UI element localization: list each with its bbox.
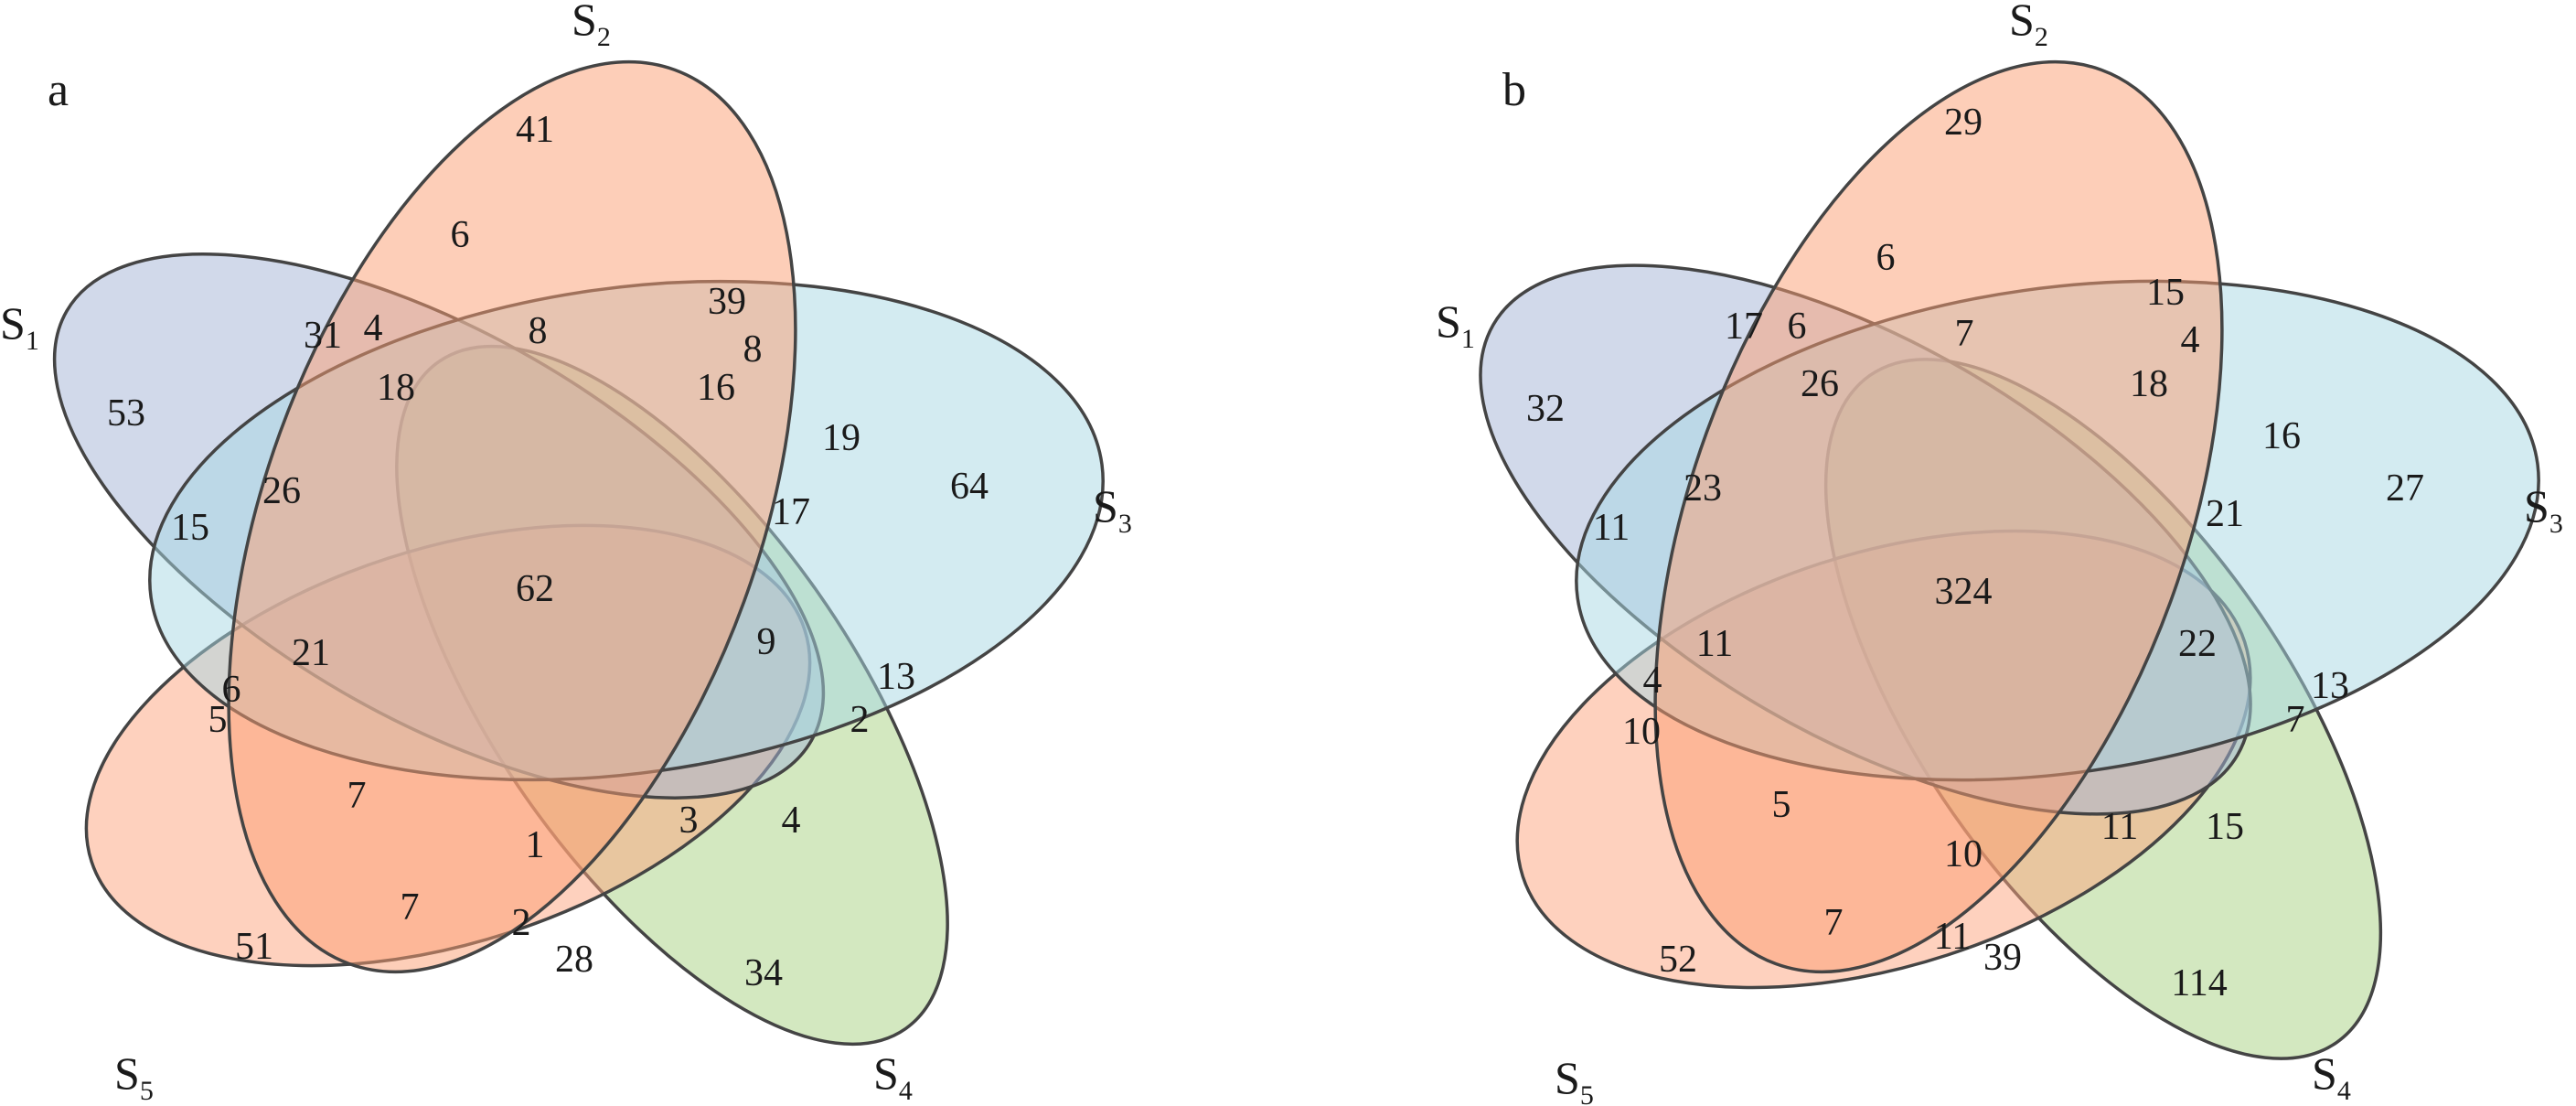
panel-a-region-counts: 41 6 53 31 4 8 39 8 18 16 19 64 15 26 17… xyxy=(107,109,989,994)
region-count: 17 xyxy=(1725,306,1763,348)
region-count: 2 xyxy=(512,902,531,944)
region-count: 324 xyxy=(1935,571,1993,613)
region-count: 51 xyxy=(235,926,273,968)
region-count: 7 xyxy=(401,886,420,929)
region-count: 21 xyxy=(292,632,330,674)
region-count: 8 xyxy=(743,328,763,370)
panel-b-label-s1: S1 xyxy=(1436,295,1475,354)
region-count: 39 xyxy=(708,281,746,323)
region-count: 6 xyxy=(222,669,241,711)
panel-a-label-s2: S2 xyxy=(572,0,611,52)
region-count: 11 xyxy=(1934,916,1971,958)
region-count: 11 xyxy=(2101,806,2138,848)
region-count: 18 xyxy=(2130,363,2168,405)
panel-b-label-s5: S5 xyxy=(1555,1052,1594,1106)
region-count: 4 xyxy=(1643,660,1662,702)
region-count: 16 xyxy=(2262,415,2301,457)
region-count: 52 xyxy=(1659,939,1697,981)
panel-b-label-s2: S2 xyxy=(2009,0,2048,52)
region-count: 114 xyxy=(2171,962,2227,1004)
region-count: 10 xyxy=(1944,833,1983,875)
venn-panel-a: a S1 S2 S3 S4 S5 41 6 53 31 4 8 39 8 18 … xyxy=(0,0,1132,1106)
region-count: 53 xyxy=(107,392,145,435)
panel-a-label-s4: S4 xyxy=(873,1047,913,1106)
panel-a-label-s3: S3 xyxy=(1093,480,1132,539)
region-count: 8 xyxy=(529,310,548,352)
region-count: 1 xyxy=(526,824,545,866)
region-count: 5 xyxy=(208,699,228,741)
region-count: 11 xyxy=(1593,507,1630,549)
region-count: 64 xyxy=(950,466,989,508)
region-count: 22 xyxy=(2178,623,2217,665)
region-count: 6 xyxy=(451,214,470,256)
region-count: 13 xyxy=(2311,665,2349,707)
region-count: 15 xyxy=(2206,806,2244,848)
panel-a-ellipse-s2 xyxy=(227,59,797,974)
region-count: 32 xyxy=(1526,388,1565,430)
region-count: 7 xyxy=(347,775,367,817)
region-count: 28 xyxy=(555,939,593,981)
region-count: 31 xyxy=(304,315,342,357)
region-count: 39 xyxy=(1983,937,2022,979)
panel-b-tag: b xyxy=(1502,64,1526,116)
panel-b-ellipse-s2 xyxy=(1653,59,2224,974)
region-count: 11 xyxy=(1696,623,1733,665)
region-count: 19 xyxy=(822,417,860,459)
region-count: 4 xyxy=(782,800,801,842)
region-count: 62 xyxy=(516,568,554,610)
region-count: 41 xyxy=(516,109,554,151)
region-count: 6 xyxy=(1788,306,1807,348)
region-count: 16 xyxy=(697,367,735,409)
region-count: 6 xyxy=(1876,237,1896,279)
region-count: 4 xyxy=(2181,319,2200,361)
region-count: 15 xyxy=(171,507,209,549)
region-count: 18 xyxy=(377,367,415,409)
region-count: 27 xyxy=(2386,467,2424,510)
region-count: 26 xyxy=(1801,363,1839,405)
region-count: 7 xyxy=(2286,699,2305,741)
region-count: 10 xyxy=(1622,711,1661,753)
panel-b-region-counts: 29 6 17 6 7 15 4 32 26 18 16 27 11 23 21… xyxy=(1526,102,2424,1004)
panel-b-label-s3: S3 xyxy=(2524,480,2563,539)
region-count: 17 xyxy=(772,491,810,533)
region-count: 23 xyxy=(1683,467,1722,510)
region-count: 2 xyxy=(850,699,870,741)
venn-panel-b: b S1 S2 S3 S4 S5 29 6 17 6 7 15 4 32 26 … xyxy=(1436,0,2563,1106)
region-count: 4 xyxy=(364,307,383,349)
region-count: 5 xyxy=(1772,784,1791,826)
region-count: 21 xyxy=(2206,493,2244,535)
region-count: 13 xyxy=(877,656,915,698)
region-count: 34 xyxy=(744,952,783,994)
panel-a-label-s1: S1 xyxy=(0,297,39,356)
region-count: 15 xyxy=(2146,272,2185,314)
panel-a-label-s5: S5 xyxy=(114,1047,154,1106)
region-count: 26 xyxy=(262,470,301,512)
panel-a-tag: a xyxy=(48,64,69,116)
region-count: 3 xyxy=(679,800,699,842)
panel-a-ellipses xyxy=(52,59,1105,1047)
region-count: 29 xyxy=(1944,102,1983,144)
panel-b-ellipses xyxy=(1479,59,2540,1060)
panel-b-label-s4: S4 xyxy=(2312,1047,2351,1106)
region-count: 7 xyxy=(1955,313,1974,355)
region-count: 7 xyxy=(1824,902,1844,944)
region-count: 9 xyxy=(757,621,776,663)
